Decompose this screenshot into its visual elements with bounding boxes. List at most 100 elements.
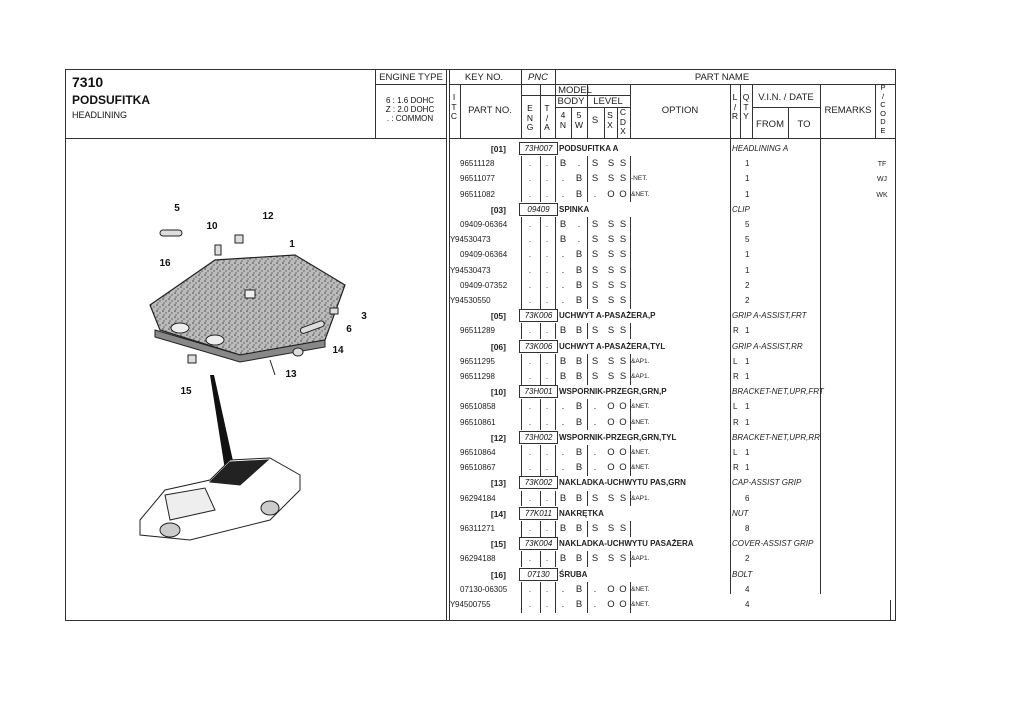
row-col-line — [630, 490, 631, 507]
row-col-line — [521, 293, 522, 309]
ta: . — [545, 174, 549, 184]
lr: R — [733, 463, 739, 473]
part-no: 09409-06364 — [460, 220, 508, 229]
english-name: CAP-ASSIST GRIP — [732, 478, 802, 488]
ta: . — [545, 265, 549, 275]
level-cdx: S — [619, 158, 627, 170]
part-no: 96311271 — [460, 524, 495, 533]
row-col-line — [555, 581, 556, 598]
level-s: . — [593, 583, 597, 595]
english-name: HEADLINING A — [732, 144, 789, 153]
pcode: WK — [876, 191, 888, 199]
row-col-line — [540, 490, 541, 507]
row-col-line — [521, 262, 522, 279]
row-col-line — [521, 490, 522, 507]
row-col-line — [630, 521, 631, 537]
pnc-code: 73K002 — [519, 476, 558, 490]
body-5w: B — [575, 416, 583, 428]
header-col-line — [521, 84, 522, 138]
body-4n: B — [559, 492, 567, 504]
pcode-header: / — [881, 91, 885, 101]
pcode-header: O — [880, 108, 886, 118]
ta: . — [545, 220, 549, 229]
level-cdx: O — [619, 188, 627, 200]
lr-header: L — [732, 92, 738, 102]
row-col-line — [540, 414, 541, 431]
part-name: SPINKA — [559, 204, 590, 214]
qty: 1 — [745, 159, 750, 169]
row-col-line — [630, 293, 631, 309]
body-4n: B — [559, 325, 567, 337]
pnc-code: 73K006 — [519, 309, 558, 323]
ta: . — [545, 417, 549, 427]
level-cdx: S — [619, 355, 627, 367]
model-line — [521, 95, 630, 96]
row-col-line — [555, 232, 556, 248]
part-no: 96511128 — [460, 159, 495, 169]
part-no: 96511295 — [460, 356, 495, 366]
row-col-line — [587, 277, 588, 294]
level-cdx: S — [619, 325, 627, 337]
qty: 1 — [745, 356, 750, 366]
eng: . — [528, 235, 532, 245]
row-col-line — [521, 597, 522, 613]
level-s: S — [591, 553, 599, 565]
eng: . — [528, 159, 532, 169]
row-col-line — [521, 232, 522, 248]
level-s: . — [593, 447, 597, 458]
row-col-line — [540, 217, 541, 233]
level-sx: O — [607, 583, 615, 595]
body-5w: B — [575, 173, 583, 185]
qty: 1 — [745, 448, 750, 457]
eng: . — [528, 174, 532, 184]
option: &NET. — [631, 190, 650, 198]
engine-type-label: ENGINE TYPE — [379, 72, 443, 83]
4n-header: 4 — [560, 110, 566, 120]
row-col-line — [540, 232, 541, 248]
itc: Y — [450, 600, 456, 609]
from-header: FROM — [756, 119, 784, 130]
row-col-line — [555, 551, 556, 568]
row-col-line — [630, 399, 631, 416]
header-col-line — [555, 84, 556, 138]
row-col-line — [555, 490, 556, 507]
pnc-code: 73H007 — [519, 142, 558, 155]
small-parts — [159, 229, 339, 376]
header-col-line — [875, 84, 876, 138]
body-4n: . — [561, 264, 565, 276]
level-sx: S — [607, 355, 615, 367]
itc-header: I — [452, 92, 456, 102]
eng: . — [528, 372, 532, 381]
body-5w: . — [577, 158, 581, 170]
level-s: . — [593, 401, 597, 413]
row-col-line — [540, 597, 541, 613]
callout-label: 16 — [159, 258, 171, 269]
sx-header: X — [607, 119, 613, 130]
row-col-line — [630, 353, 631, 370]
callout-label: 3 — [361, 311, 367, 322]
key-no-header: KEY NO. — [464, 72, 504, 83]
eng: . — [528, 417, 532, 427]
level-sx: O — [607, 188, 615, 200]
pnc-code: 73K004 — [519, 537, 558, 551]
row-col-line — [521, 445, 522, 461]
row-col-line — [555, 293, 556, 309]
level-s: . — [593, 599, 597, 610]
model-header: MODEL — [558, 85, 592, 96]
body-5w: B — [575, 583, 583, 595]
level-sx: S — [607, 492, 615, 504]
eng: . — [528, 356, 532, 366]
part-no: 96510858 — [460, 402, 496, 412]
qty: 1 — [745, 463, 750, 473]
row-col-line — [521, 460, 522, 476]
option-header: OPTION — [661, 105, 699, 116]
row-col-line — [555, 521, 556, 537]
body-header: BODY — [557, 96, 585, 107]
callout-label: 1 — [289, 239, 295, 250]
header-col-line — [752, 84, 753, 138]
part-no: 96511289 — [460, 326, 495, 336]
panel-divider-2 — [449, 69, 450, 621]
pnc-code: 73H002 — [519, 430, 558, 444]
level-cdx: S — [619, 173, 627, 185]
pnc-box-line — [555, 69, 556, 84]
